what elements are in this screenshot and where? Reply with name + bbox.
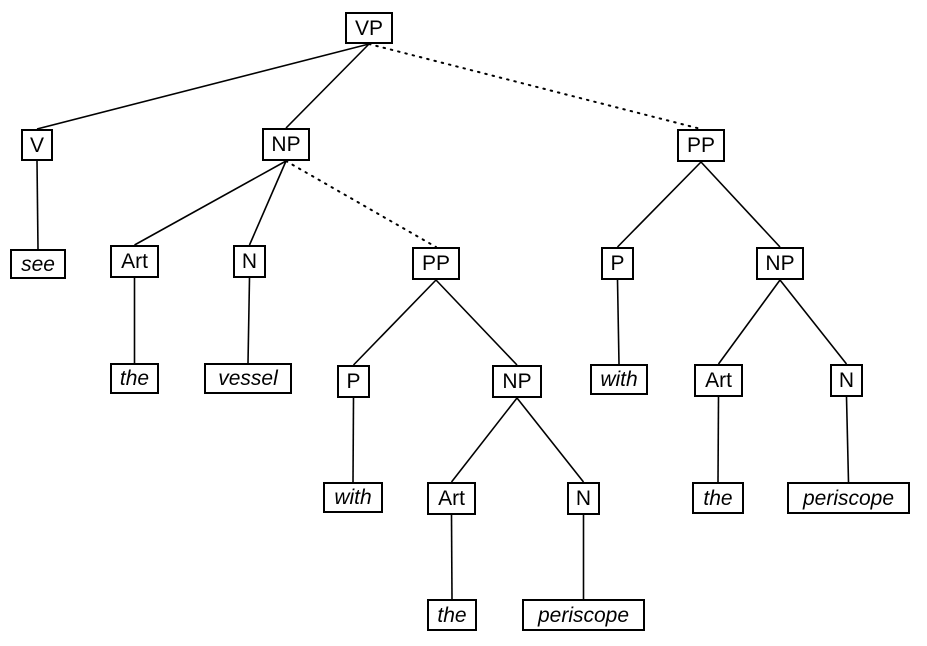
- tree-node-see: see: [10, 249, 66, 279]
- tree-node-pp_mid: PP: [412, 247, 460, 280]
- tree-edge-art_r-to-the_r: [717, 396, 720, 483]
- tree-node-the_r: the: [692, 482, 744, 514]
- tree-node-v: V: [21, 129, 53, 161]
- tree-node-p_mid: P: [337, 365, 370, 398]
- tree-edge-p_mid-to-with_m: [352, 397, 355, 483]
- tree-node-np_right: NP: [756, 247, 804, 280]
- tree-edge-vp-to-v: [36, 43, 370, 130]
- tree-node-periscope_r: periscope: [787, 482, 910, 514]
- tree-edge-vp-to-pp_right: [368, 43, 702, 130]
- tree-edge-pp_right-to-np_right: [700, 161, 781, 248]
- tree-node-art_m: Art: [427, 482, 476, 515]
- tree-node-the1: the: [110, 363, 159, 394]
- tree-edge-p_right-to-with_r: [616, 279, 620, 365]
- tree-node-n_r: N: [830, 364, 863, 397]
- tree-node-with_r: with: [590, 364, 648, 395]
- tree-node-n1: N: [233, 245, 266, 278]
- tree-node-vessel: vessel: [204, 363, 292, 394]
- tree-node-with_m: with: [323, 482, 383, 513]
- tree-node-art1: Art: [110, 245, 159, 278]
- tree-node-np1: NP: [262, 128, 310, 161]
- tree-node-n_m: N: [567, 482, 600, 515]
- tree-edge-np_mid-to-n_m: [516, 397, 585, 483]
- tree-edge-pp_mid-to-p_mid: [352, 279, 437, 366]
- tree-node-vp: VP: [345, 12, 393, 44]
- tree-edge-pp_right-to-p_right: [616, 161, 702, 248]
- tree-edge-np_mid-to-art_m: [450, 397, 518, 483]
- tree-edge-np1-to-art1: [134, 160, 287, 246]
- tree-edge-v-to-see: [36, 160, 39, 250]
- tree-edge-art_m-to-the_m: [450, 514, 453, 600]
- tree-node-pp_right: PP: [677, 129, 725, 162]
- tree-edge-np_right-to-art_r: [717, 279, 781, 365]
- tree-edge-vp-to-np1: [285, 43, 370, 129]
- tree-edge-np1-to-pp_mid: [285, 160, 437, 248]
- tree-node-np_mid: NP: [492, 365, 542, 398]
- tree-edge-np1-to-n1: [248, 160, 287, 246]
- tree-edge-pp_mid-to-np_mid: [435, 279, 518, 366]
- tree-edge-n_r-to-periscope_r: [845, 396, 850, 483]
- tree-node-periscope_m: periscope: [522, 599, 645, 631]
- tree-node-p_right: P: [601, 247, 634, 280]
- tree-edge-np_right-to-n_r: [779, 279, 848, 365]
- tree-node-art_r: Art: [694, 364, 743, 397]
- tree-edge-n1-to-vessel: [247, 277, 251, 364]
- tree-node-the_m: the: [427, 599, 477, 631]
